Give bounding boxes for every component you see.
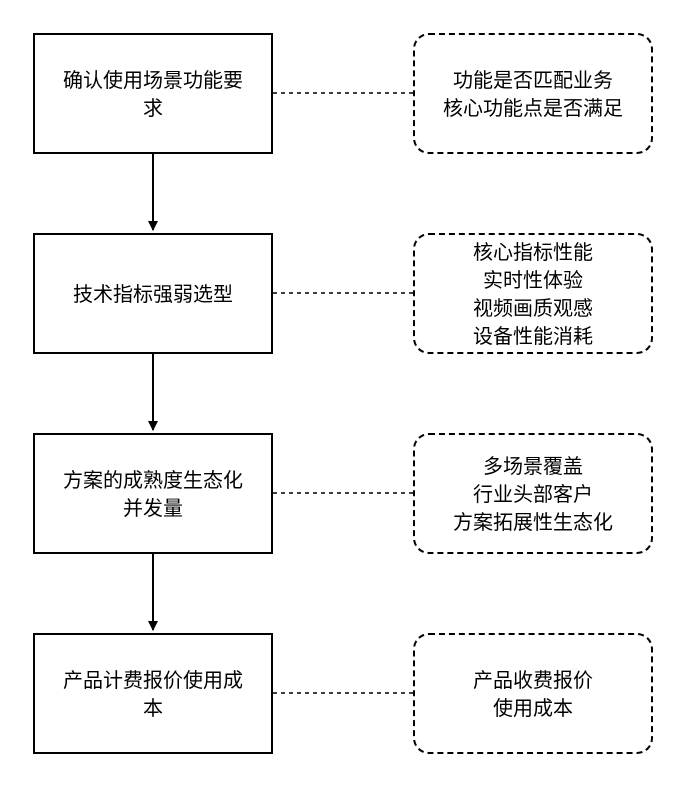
note-label: 功能是否匹配业务 核心功能点是否满足 <box>443 67 623 120</box>
note-label: 多场景覆盖 行业头部客户 方案拓展性生态化 <box>453 453 613 534</box>
note-box-ecosystem: 多场景覆盖 行业头部客户 方案拓展性生态化 <box>413 433 653 554</box>
step-box-pricing: 产品计费报价使用成 本 <box>33 633 273 754</box>
note-box-cost: 产品收费报价 使用成本 <box>413 633 653 754</box>
step-box-tech-selection: 技术指标强弱选型 <box>33 233 273 354</box>
step-label: 确认使用场景功能要 求 <box>63 67 243 120</box>
step-box-use-case: 确认使用场景功能要 求 <box>33 33 273 154</box>
note-label: 核心指标性能 实时性体验 视频画质观感 设备性能消耗 <box>473 239 593 348</box>
note-box-function-match: 功能是否匹配业务 核心功能点是否满足 <box>413 33 653 154</box>
step-box-maturity: 方案的成熟度生态化 并发量 <box>33 433 273 554</box>
step-label: 方案的成熟度生态化 并发量 <box>63 467 243 520</box>
note-label: 产品收费报价 使用成本 <box>473 667 593 720</box>
step-label: 产品计费报价使用成 本 <box>63 667 243 720</box>
step-label: 技术指标强弱选型 <box>73 281 233 306</box>
note-box-core-metrics: 核心指标性能 实时性体验 视频画质观感 设备性能消耗 <box>413 233 653 354</box>
